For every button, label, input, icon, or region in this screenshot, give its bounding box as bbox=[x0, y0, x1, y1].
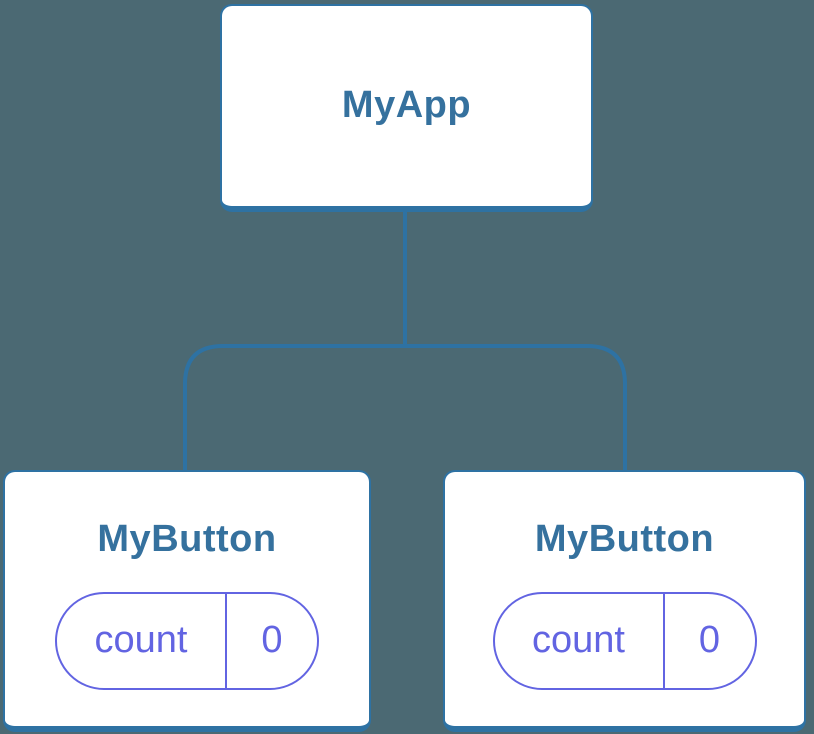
state-value: 0 bbox=[225, 593, 317, 688]
node-label: MyButton bbox=[97, 518, 277, 560]
state-pill: count 0 bbox=[492, 591, 757, 690]
tree-node-mybutton-left: MyButton count 0 bbox=[3, 470, 371, 732]
tree-node-mybutton-right: MyButton count 0 bbox=[443, 470, 806, 732]
state-key: count bbox=[94, 619, 188, 662]
state-pill: count 0 bbox=[55, 591, 319, 690]
state-key: count bbox=[532, 619, 625, 662]
node-label: MyButton bbox=[534, 518, 715, 560]
state-value: 0 bbox=[662, 593, 755, 688]
connector-bracket bbox=[183, 344, 627, 472]
node-label: MyApp bbox=[341, 84, 472, 127]
tree-node-myapp: MyApp bbox=[220, 4, 593, 212]
